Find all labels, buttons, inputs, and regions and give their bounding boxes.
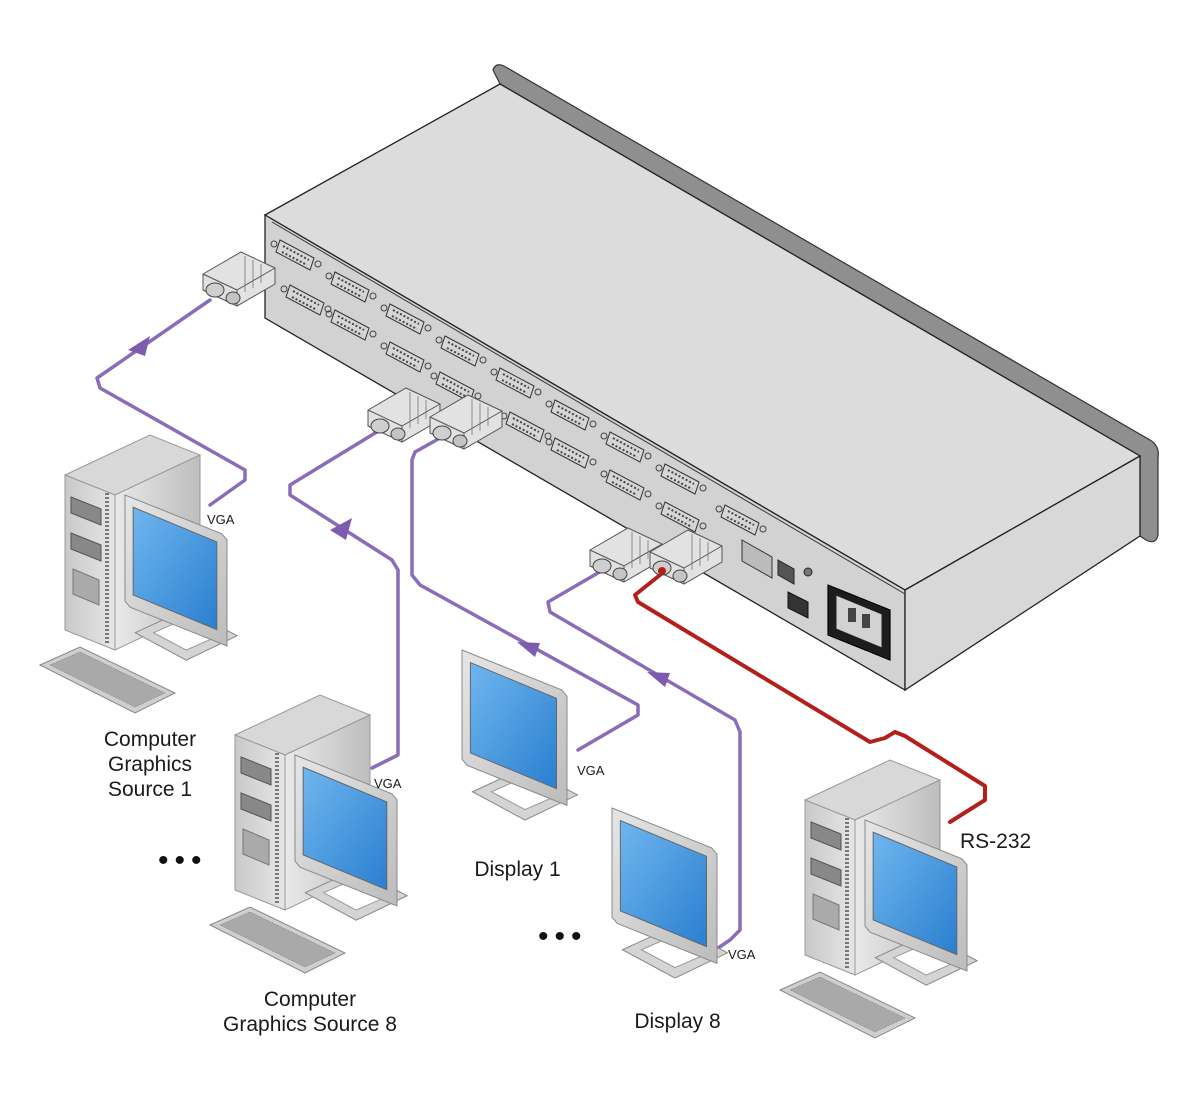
control-panel	[741, 539, 891, 661]
computer-source-1	[38, 434, 239, 714]
drive-bay	[70, 532, 102, 562]
display-1-cable-label: VGA	[577, 763, 605, 778]
display-8	[611, 807, 729, 979]
vga-cable-source-8	[288, 428, 400, 770]
direction-arrows	[128, 336, 670, 687]
drive-bay	[810, 821, 842, 851]
source-8-cable-label: VGA	[374, 776, 402, 791]
more-displays-ellipsis: •••	[538, 920, 588, 953]
source-1-label: Computer Graphics Source 1	[103, 728, 197, 801]
device-rail	[492, 64, 1159, 543]
device-side	[904, 454, 1141, 692]
drive-bay	[70, 496, 102, 526]
arrow-icon	[330, 518, 352, 540]
source-1-cable-label: VGA	[207, 512, 235, 527]
monitor-screen	[619, 819, 707, 948]
display-8-cable-label: VGA	[728, 947, 756, 962]
arrow-icon	[647, 672, 670, 687]
cables	[95, 298, 987, 950]
drive-bay	[240, 756, 272, 786]
display-8-label: Display 8	[634, 1010, 721, 1033]
vga-cable-display-8	[546, 568, 742, 950]
source-8-label: Computer Graphics Source 8	[223, 988, 397, 1036]
monitor-screen	[872, 831, 958, 956]
terminal-block[interactable]	[787, 591, 809, 619]
vga-plug-input-1	[202, 251, 276, 307]
plugs	[202, 251, 723, 585]
control-computer	[778, 759, 979, 1039]
rs232-cable	[633, 573, 987, 824]
more-sources-ellipsis: •••	[158, 844, 208, 877]
drive-bay	[810, 857, 842, 887]
computer-source-8	[208, 694, 409, 974]
arrow-icon	[128, 336, 150, 356]
rs232-label: RS-232	[960, 830, 1032, 853]
ethernet-port[interactable]	[777, 559, 795, 585]
vga-cable-display-1	[410, 436, 640, 752]
drive-bay	[240, 792, 272, 822]
monitor-screen	[132, 506, 218, 631]
power-led	[803, 567, 813, 577]
display-1-label: Display 1	[474, 858, 561, 881]
monitor-screen	[302, 766, 388, 891]
vga-cable-source-1	[95, 298, 247, 507]
monitor-screen	[469, 661, 557, 790]
display-1	[461, 649, 579, 821]
arrow-icon	[517, 642, 540, 657]
